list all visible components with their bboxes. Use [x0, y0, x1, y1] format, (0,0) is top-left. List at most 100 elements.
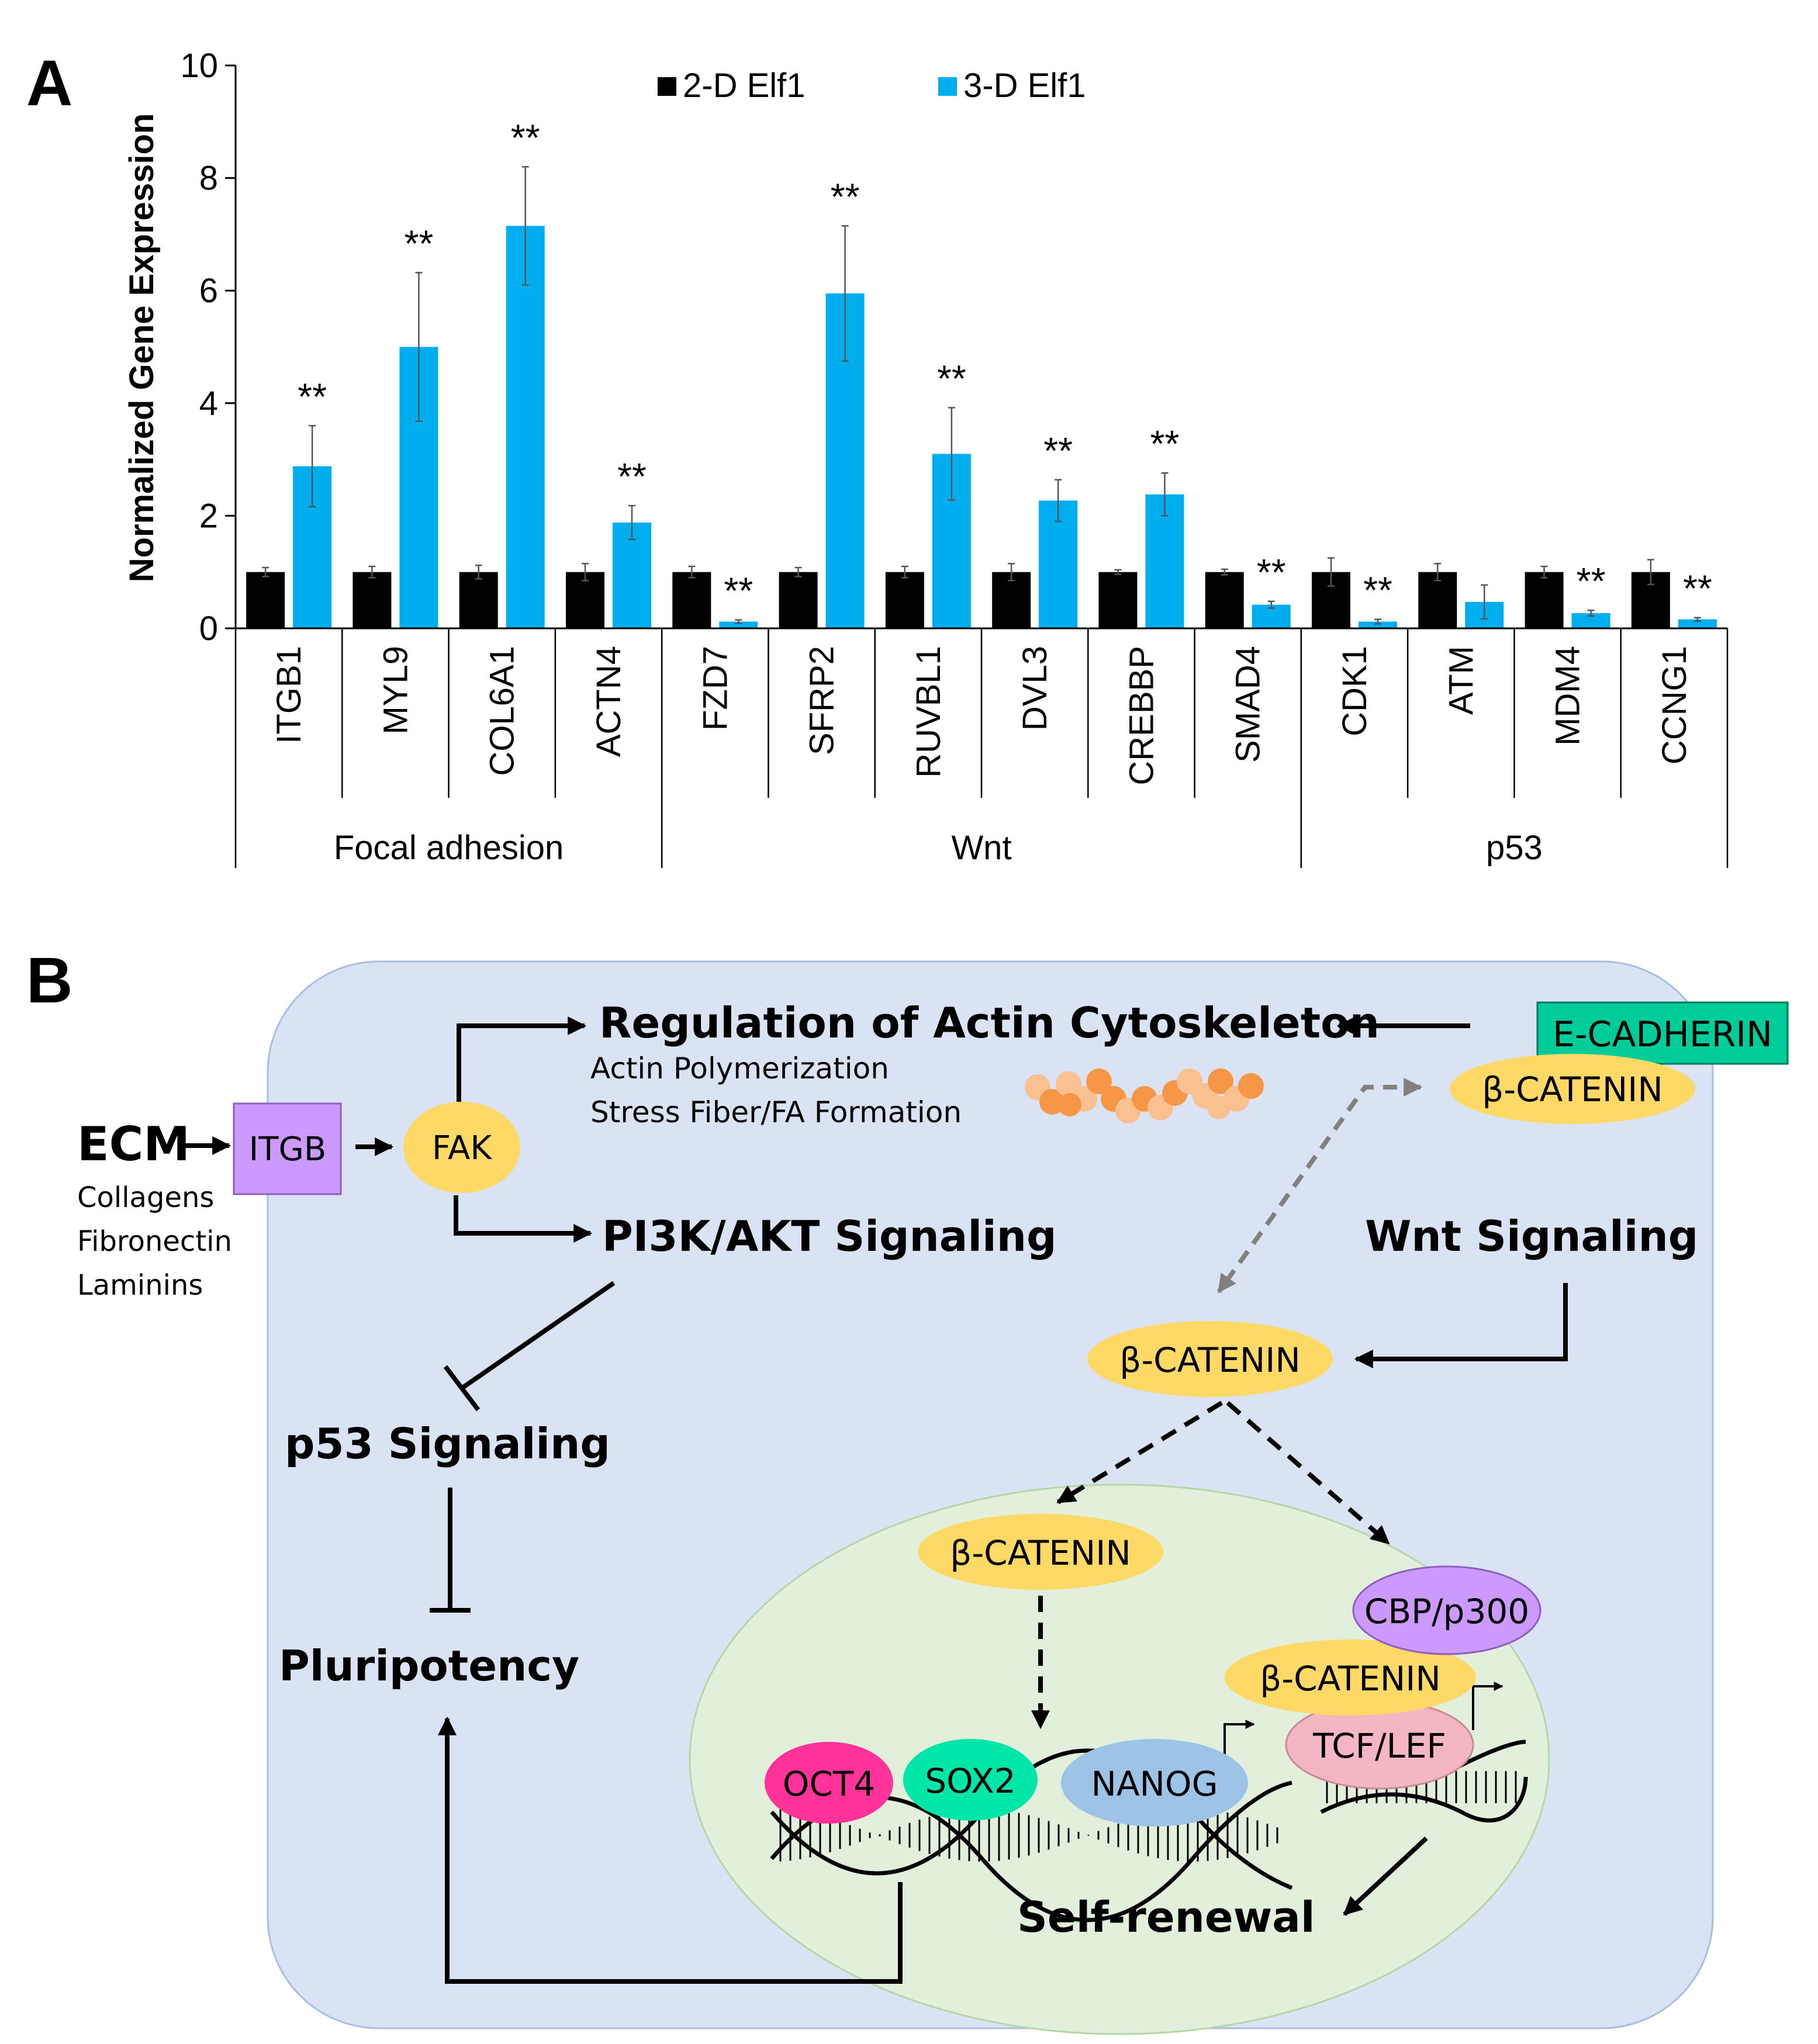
arrow-fak-actin	[457, 1016, 587, 1102]
cbp-oval	[1352, 1565, 1542, 1655]
bcatenin-membrane-label: β-CATENIN	[1482, 1070, 1663, 1109]
significance-marker: **	[1043, 430, 1073, 472]
pi3k-label: PI3K/AKT Signaling	[602, 1212, 1057, 1261]
transcription-arrow-tcf	[1472, 1682, 1504, 1730]
bcatenin-cyto-oval	[1087, 1321, 1333, 1397]
bcatenin-complex-label: β-CATENIN	[1260, 1659, 1441, 1699]
category-label: MDM4	[1549, 646, 1587, 746]
inhibit-pi3k-p53-bar	[443, 1365, 481, 1412]
dna-helix-left-icon	[770, 1748, 1293, 1922]
actin-filament-icon	[1025, 1068, 1264, 1123]
bar-3d	[1145, 494, 1184, 628]
panel-b: B ECM Collagens Fibronectin Laminins ITG…	[26, 945, 1789, 2035]
bar-3d	[1359, 621, 1397, 628]
bcatenin-nucleus-oval	[918, 1514, 1163, 1590]
bar-2d	[672, 572, 711, 628]
fak-label: FAK	[432, 1129, 492, 1167]
category-label: CDK1	[1336, 646, 1374, 736]
significance-marker: **	[1363, 569, 1392, 611]
category-label: ITGB1	[270, 646, 308, 744]
arrow-wnt-bcat	[1354, 1283, 1568, 1368]
bar-2d	[246, 572, 285, 628]
bar-2d	[352, 572, 392, 628]
significance-marker: **	[511, 116, 540, 158]
y-axis-title: Normalized Gene Expression	[123, 113, 161, 583]
panel-a-label: A	[26, 47, 72, 119]
inhibit-pi3k-p53	[460, 1281, 616, 1391]
ecm-item-fibronectin: Fibronectin	[77, 1225, 232, 1258]
bar-3d	[719, 621, 758, 628]
pluripotency-label: Pluripotency	[279, 1641, 579, 1690]
category-label: MYL9	[376, 646, 414, 735]
arrow-fak-pi3k	[454, 1195, 593, 1243]
bar-2d	[566, 572, 604, 628]
y-tick-label: 0	[199, 610, 218, 648]
self-renewal-label: Self-renewal	[1017, 1893, 1315, 1942]
significance-marker: **	[937, 358, 966, 400]
arrow-cyto-nucleus-left	[1056, 1400, 1223, 1505]
significance-marker: **	[724, 570, 753, 612]
category-label: CREBBP	[1122, 646, 1160, 786]
y-tick-label: 10	[180, 47, 218, 85]
wnt-label: Wnt Signaling	[1365, 1212, 1698, 1261]
significance-marker: **	[617, 455, 647, 497]
arrow-membrane-cyto-dashed	[1216, 1078, 1423, 1294]
significance-marker: **	[405, 222, 434, 264]
bcatenin-cyto-label: β-CATENIN	[1119, 1340, 1301, 1380]
arrow-cyto-nucleus-right	[1226, 1400, 1390, 1545]
bar-2d	[1418, 572, 1457, 628]
oct4-oval	[765, 1742, 893, 1824]
bcatenin-membrane-oval	[1450, 1054, 1695, 1124]
legend-label-3d: 3-D Elf1	[963, 67, 1086, 105]
fak-oval	[403, 1102, 520, 1193]
oct4-label: OCT4	[783, 1764, 875, 1804]
bcatenin-complex-oval	[1225, 1640, 1476, 1716]
category-label: DVL3	[1016, 646, 1054, 731]
tcf-label: TCF/LEF	[1312, 1726, 1446, 1766]
bar-3d	[506, 226, 545, 629]
transcription-arrow-nanog	[1223, 1720, 1255, 1756]
actin-sub1: Actin Polymerization	[590, 1052, 889, 1085]
bar-3d	[1678, 619, 1717, 628]
legend-swatch-2d	[658, 77, 676, 96]
y-tick-label: 4	[199, 385, 218, 423]
bar-2d	[885, 572, 924, 628]
category-label: SFRP2	[803, 646, 841, 755]
arrow-tcf-selfrenewal	[1343, 1837, 1428, 1916]
category-label: CCNG1	[1655, 646, 1693, 765]
ecm-item-laminins: Laminins	[77, 1269, 203, 1302]
bar-2d	[1205, 572, 1244, 628]
significance-marker: **	[831, 175, 860, 217]
itgb-box	[233, 1102, 342, 1195]
legend-label-2d: 2-D Elf1	[683, 67, 806, 105]
nanog-oval	[1061, 1739, 1248, 1827]
significance-marker: **	[1257, 551, 1286, 593]
cbp-label: CBP/p300	[1364, 1592, 1529, 1631]
p53-label: p53 Signaling	[285, 1419, 610, 1468]
significance-marker: **	[1683, 568, 1712, 610]
nanog-label: NANOG	[1091, 1764, 1218, 1804]
ecm-item-collagens: Collagens	[77, 1181, 214, 1214]
significance-marker: **	[298, 375, 327, 417]
significance-marker: **	[1577, 560, 1606, 602]
y-tick-label: 2	[199, 497, 218, 535]
sox2-label: SOX2	[925, 1761, 1015, 1801]
significance-marker: **	[1150, 423, 1180, 465]
panel-b-label: B	[26, 945, 72, 1016]
bars: ** ** ** ** ** ** ** ** ** ** ** ** **	[246, 116, 1717, 629]
arrow-dna-pluripotency	[438, 1716, 903, 1984]
ecadherin-label: E-CADHERIN	[1553, 1014, 1772, 1055]
bar-2d	[1525, 572, 1564, 628]
ecm-title: ECM	[77, 1117, 190, 1171]
bar-2d	[779, 572, 818, 628]
category-label: RUVBL1	[910, 646, 948, 778]
bar-2d	[992, 572, 1031, 628]
group-label: p53	[1486, 829, 1543, 867]
bar-2d	[459, 572, 498, 628]
category-label: SMAD4	[1229, 646, 1267, 763]
actin-title: Regulation of Actin Cytoskeleton	[599, 998, 1380, 1047]
category-label: COL6A1	[483, 646, 521, 776]
